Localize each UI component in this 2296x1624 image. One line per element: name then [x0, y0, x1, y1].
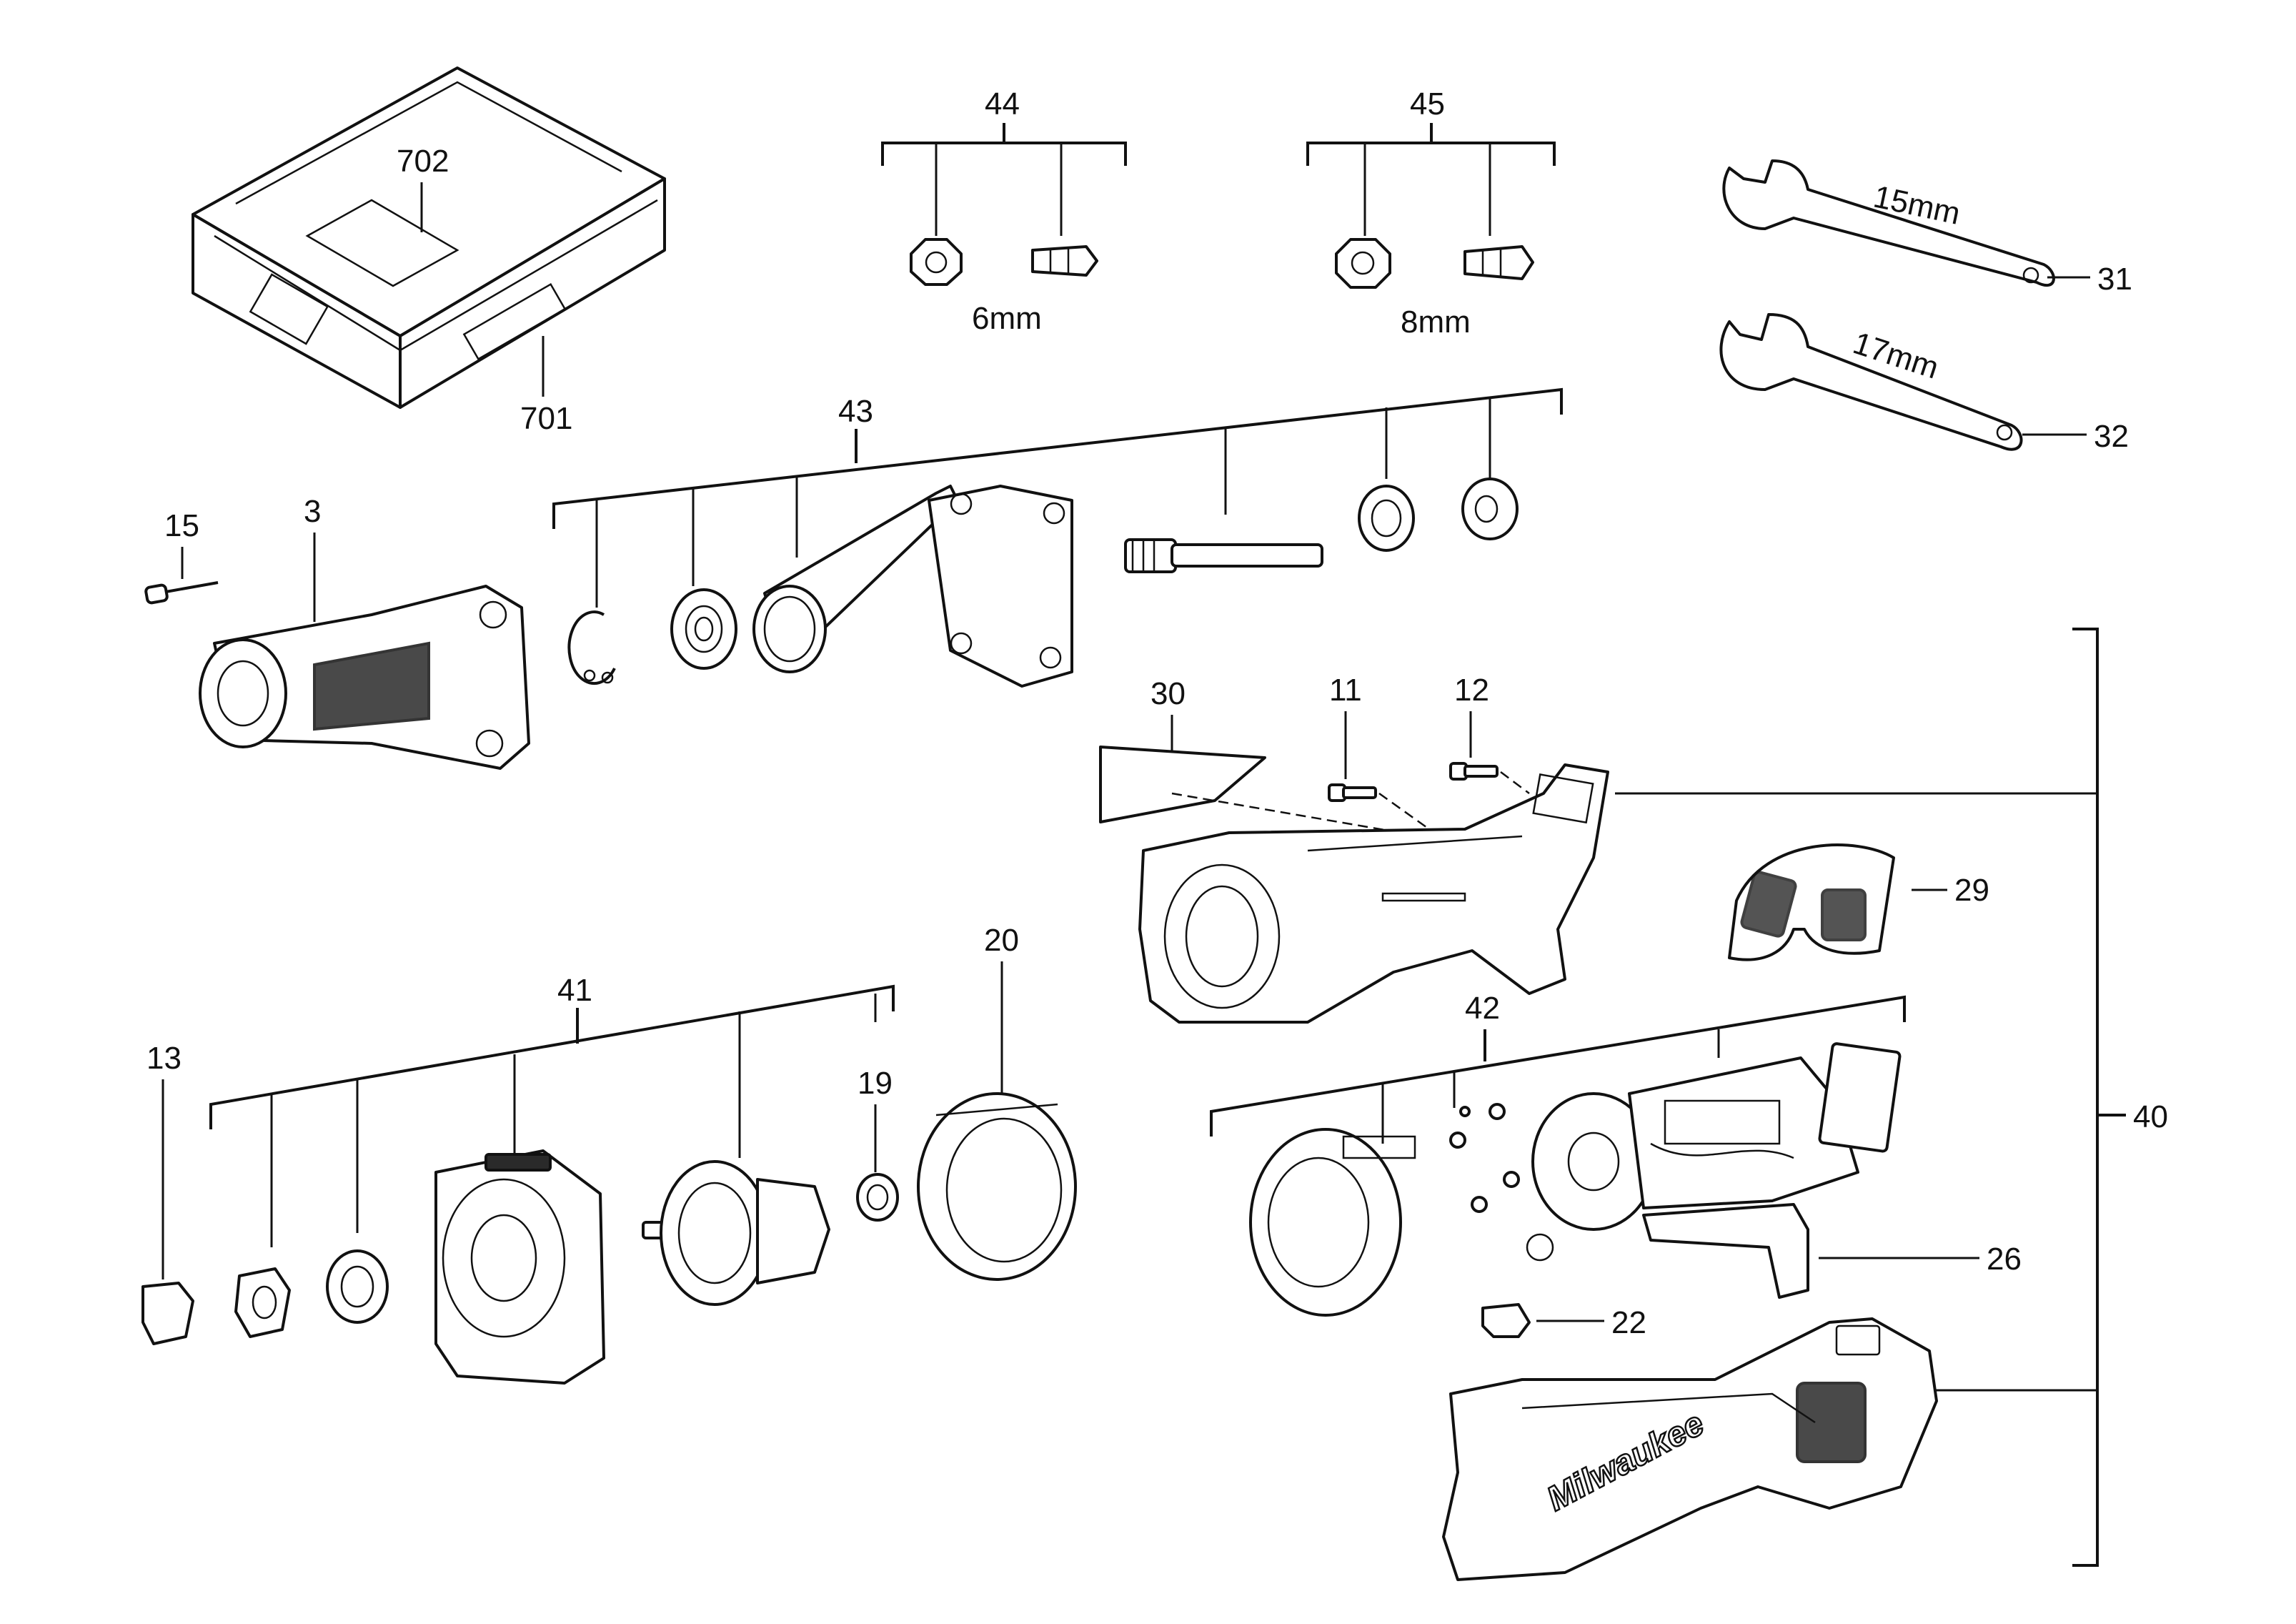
outer-housing-half: Milwaukee — [1442, 1317, 1938, 1581]
switch-22 — [1481, 1303, 1531, 1338]
label-41: 41 — [557, 973, 592, 1008]
armature-41 — [642, 1160, 830, 1306]
small-screws-42 — [1449, 1103, 1520, 1213]
label-40: 40 — [2133, 1099, 2168, 1134]
nut-6mm — [910, 238, 963, 286]
label-8mm: 8mm — [1401, 304, 1471, 340]
retaining-ring — [567, 610, 616, 685]
bearing-19 — [856, 1173, 899, 1222]
nut-13 — [141, 1282, 194, 1345]
wrench-15mm — [1722, 159, 2055, 287]
label-3: 3 — [304, 494, 321, 529]
label-44: 44 — [985, 86, 1020, 122]
stator-42 — [1249, 1128, 1416, 1317]
label-43: 43 — [838, 394, 873, 429]
switch-rod-26 — [1642, 1203, 1809, 1299]
label-26: 26 — [1987, 1242, 2022, 1277]
screw-15 — [144, 581, 219, 605]
label-31: 31 — [2097, 262, 2132, 297]
spindle — [1124, 538, 1323, 573]
collet-6mm — [1031, 245, 1098, 277]
bushing-43 — [1461, 477, 1519, 540]
collet-8mm — [1463, 245, 1534, 280]
bearing-43b — [1358, 485, 1415, 552]
label-20: 20 — [984, 923, 1019, 958]
motor-housing-half — [1138, 763, 1609, 1024]
label-42: 42 — [1465, 991, 1500, 1026]
label-15: 15 — [164, 508, 199, 543]
label-22: 22 — [1611, 1305, 1646, 1340]
screw-11 — [1328, 783, 1377, 802]
end-cap-20 — [917, 1092, 1077, 1281]
carry-case — [192, 66, 666, 409]
label-13: 13 — [146, 1041, 182, 1076]
gear-housing-3 — [199, 585, 530, 770]
nut-8mm — [1335, 238, 1391, 289]
rating-label-30 — [1099, 746, 1266, 823]
bearing-43 — [670, 588, 737, 670]
label-32: 32 — [2094, 419, 2129, 454]
label-701: 701 — [520, 401, 572, 436]
label-702: 702 — [397, 144, 449, 179]
label-29: 29 — [1954, 873, 1989, 908]
label-6mm: 6mm — [972, 301, 1042, 336]
gear-head-housing — [752, 485, 1073, 688]
controller-42 — [1628, 1042, 1902, 1209]
wrench-17mm — [1719, 313, 2023, 451]
screw-12 — [1449, 762, 1499, 781]
label-45: 45 — [1410, 86, 1445, 122]
label-30: 30 — [1151, 676, 1186, 711]
label-12: 12 — [1454, 673, 1489, 708]
label-19: 19 — [858, 1066, 893, 1101]
label-11: 11 — [1329, 673, 1362, 708]
bearing-plate-41 — [434, 1149, 605, 1385]
fan-nut-41 — [234, 1267, 291, 1338]
vent-cover-29 — [1728, 843, 1895, 961]
bearing-41 — [326, 1249, 389, 1324]
